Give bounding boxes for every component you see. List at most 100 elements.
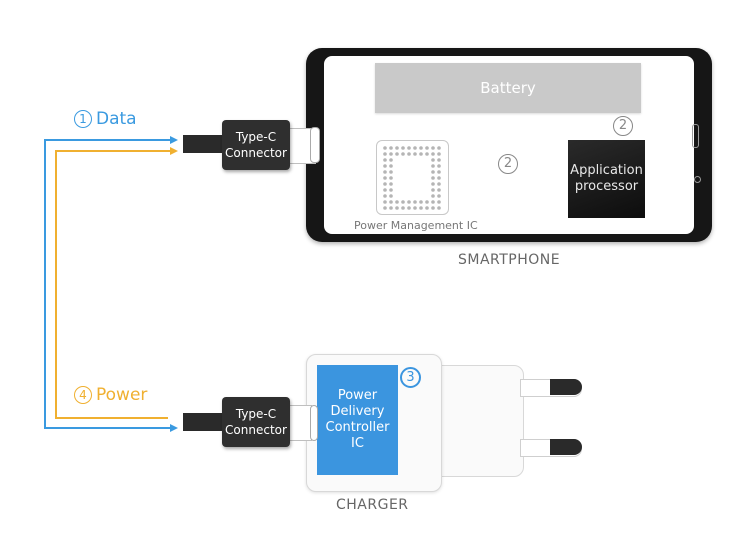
pmic-pin — [419, 206, 423, 210]
charger-type-c-connector: Type-C Connector — [222, 397, 290, 447]
charger-usb-port-icon — [310, 405, 318, 441]
pmic-pin — [383, 158, 387, 162]
pmic-chip — [376, 140, 449, 215]
pmic-pin — [389, 188, 393, 192]
number-badge: 1 — [74, 110, 92, 128]
pmic-pin — [437, 200, 441, 204]
pmic-pin — [383, 206, 387, 210]
data-line — [44, 139, 176, 429]
pmic-pin — [389, 152, 393, 156]
number-badge: 2 — [498, 154, 518, 174]
pmic-pin — [389, 158, 393, 162]
pmic-pin-grid-icon — [383, 146, 441, 210]
pmic-pin — [383, 182, 387, 186]
pd-label-line1: Power — [337, 388, 378, 403]
pmic-pin — [419, 152, 423, 156]
pmic-pin — [437, 194, 441, 198]
ap-label-line1: Application — [570, 163, 643, 178]
pmic-pin — [389, 206, 393, 210]
pd-label-line3: Controller — [325, 420, 390, 435]
pmic-pin — [395, 200, 399, 204]
pmic-pin — [419, 200, 423, 204]
pmic-pin — [401, 206, 405, 210]
ap-label-line2: processor — [574, 179, 639, 194]
pmic-pin — [389, 200, 393, 204]
pmic-pin — [407, 200, 411, 204]
pmic-pin — [407, 206, 411, 210]
power-label-text: Power — [96, 385, 148, 405]
pmic-pin — [437, 170, 441, 174]
pmic-pin — [401, 152, 405, 156]
charger-connector-socket — [288, 405, 312, 441]
pmic-pin — [419, 146, 423, 150]
pmic-pin — [395, 146, 399, 150]
charger-cable-plug — [183, 413, 223, 431]
pmic-pin — [389, 164, 393, 168]
connector-label-line1: Type-C — [235, 407, 277, 421]
pmic-pin — [431, 188, 435, 192]
pin-tip-icon — [550, 379, 582, 395]
pmic-pin — [431, 170, 435, 174]
pmic-pin — [437, 152, 441, 156]
pmic-pin — [389, 146, 393, 150]
pmic-pin — [437, 164, 441, 168]
connector-label-line1: Type-C — [235, 130, 277, 144]
pmic-pin — [401, 200, 405, 204]
pmic-pin — [383, 194, 387, 198]
pin-tip-icon — [550, 439, 582, 455]
pmic-pin — [383, 176, 387, 180]
phone-usb-port-icon — [310, 127, 320, 163]
pmic-pin — [437, 176, 441, 180]
battery-block: Battery — [375, 63, 641, 113]
pmic-pin — [431, 194, 435, 198]
pmic-pin — [425, 152, 429, 156]
pmic-pin — [395, 152, 399, 156]
pmic-pin — [431, 164, 435, 168]
pmic-pin — [413, 146, 417, 150]
connector-label-line2: Connector — [225, 423, 287, 437]
charger-neck — [438, 365, 524, 477]
pmic-pin — [431, 200, 435, 204]
pmic-pin — [425, 206, 429, 210]
pmic-pin — [407, 152, 411, 156]
pmic-pin — [431, 152, 435, 156]
pmic-pin — [437, 146, 441, 150]
pmic-pin — [437, 182, 441, 186]
pmic-pin — [389, 176, 393, 180]
side-button-icon — [692, 124, 699, 148]
pmic-pin — [389, 182, 393, 186]
pmic-pin — [431, 158, 435, 162]
pmic-pin — [389, 194, 393, 198]
pmic-pin — [413, 200, 417, 204]
pd-number: 3 — [400, 367, 425, 388]
number-badge: 4 — [74, 386, 92, 404]
pmic-pin — [407, 146, 411, 150]
pmic-pin — [437, 158, 441, 162]
pmic-pin — [431, 146, 435, 150]
pmic-pin — [425, 146, 429, 150]
pmic-pin — [437, 206, 441, 210]
pmic-pin — [383, 188, 387, 192]
battery-label: Battery — [480, 79, 536, 97]
pmic-pin — [425, 200, 429, 204]
home-dot-icon — [694, 176, 701, 183]
pmic-pin — [401, 146, 405, 150]
pmic-pin — [431, 176, 435, 180]
pmic-pin — [383, 164, 387, 168]
pmic-pin — [383, 146, 387, 150]
data-label-text: Data — [96, 109, 137, 129]
pmic-pin — [431, 206, 435, 210]
battery-ap-number: 2 — [613, 116, 637, 136]
pmic-pin — [395, 206, 399, 210]
pmic-pin — [413, 152, 417, 156]
pmic-pin — [383, 200, 387, 204]
pmic-pin — [437, 188, 441, 192]
pmic-pin — [383, 152, 387, 156]
power-line — [55, 150, 176, 419]
charger-caption: CHARGER — [336, 497, 409, 513]
number-badge: 3 — [400, 367, 421, 388]
